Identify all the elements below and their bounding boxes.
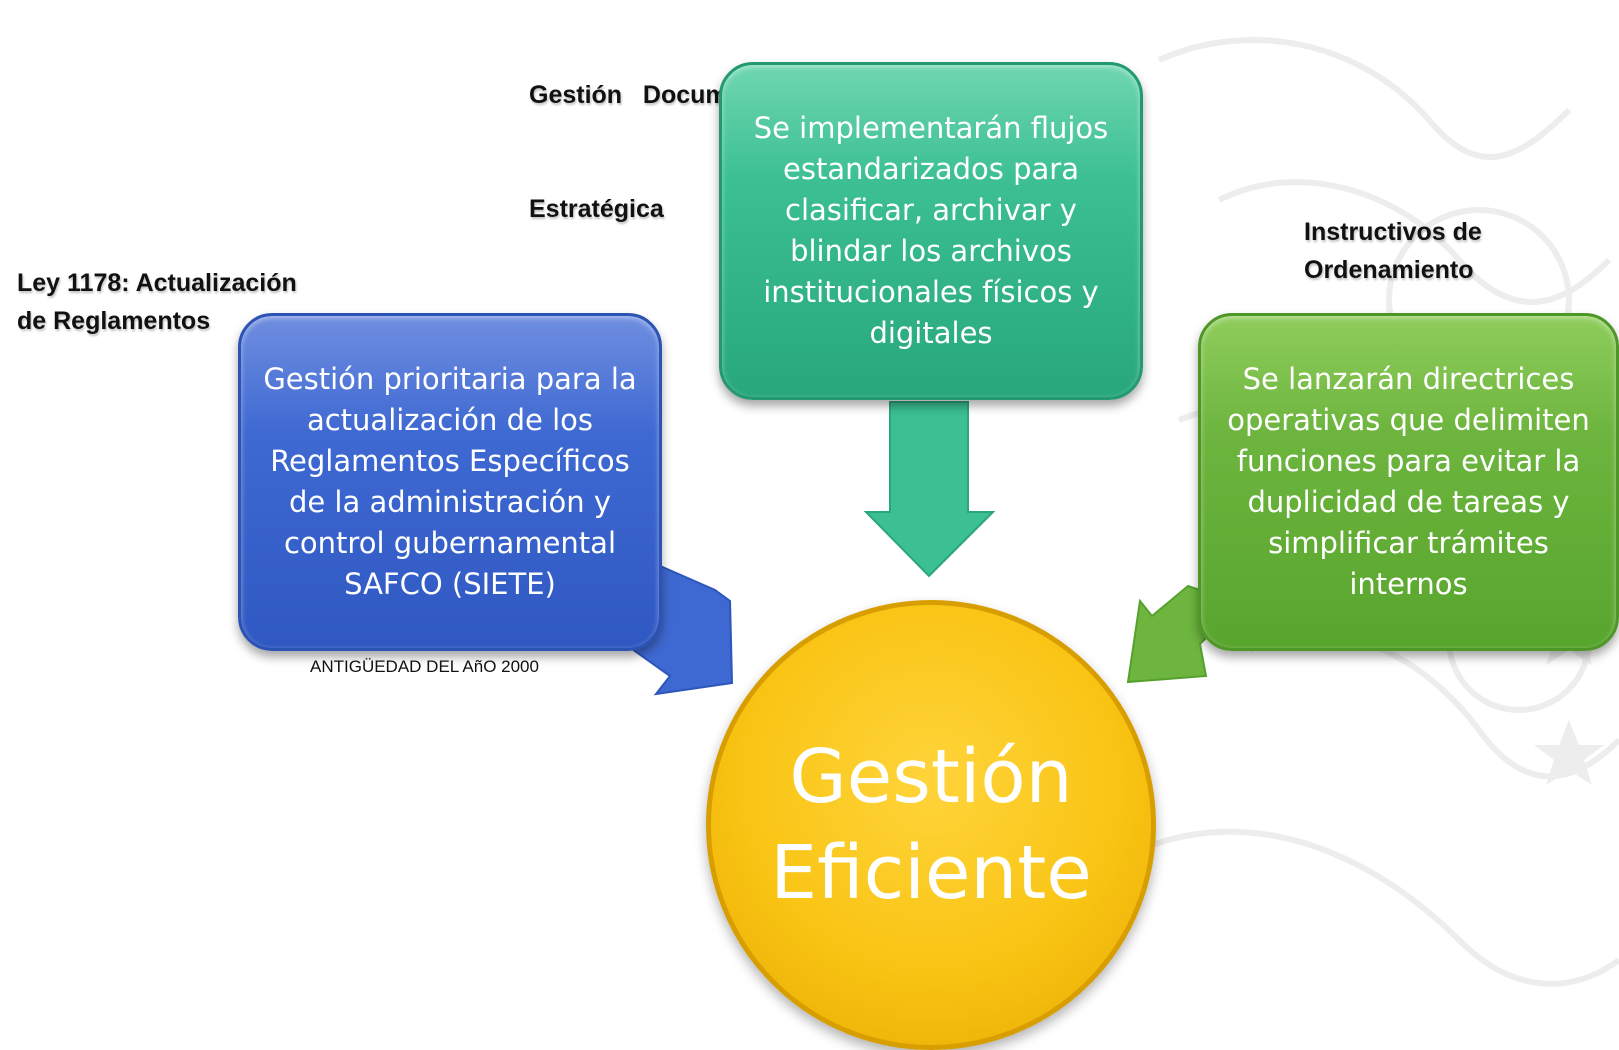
box-instructivos: Se lanzarán directrices operativas que d…: [1198, 313, 1619, 651]
box-reglamentos: Gestión prioritaria para la actualizació…: [238, 313, 662, 651]
heading-center: Gestión Documental Estratégica: [529, 81, 786, 223]
arrow-down-teal: [863, 401, 996, 578]
heading-left: Ley 1178: Actualización de Reglamentos: [17, 269, 297, 335]
gestion-eficiente-circle: Gestión Eficiente: [706, 600, 1156, 1050]
heading-right: Instructivos de Ordenamiento: [1304, 218, 1482, 284]
box-gestion-documental: Se implementarán flujos estandarizados p…: [719, 62, 1143, 400]
antiguedad-note: ANTIGÜEDAD DEL AñO 2000: [310, 657, 539, 676]
